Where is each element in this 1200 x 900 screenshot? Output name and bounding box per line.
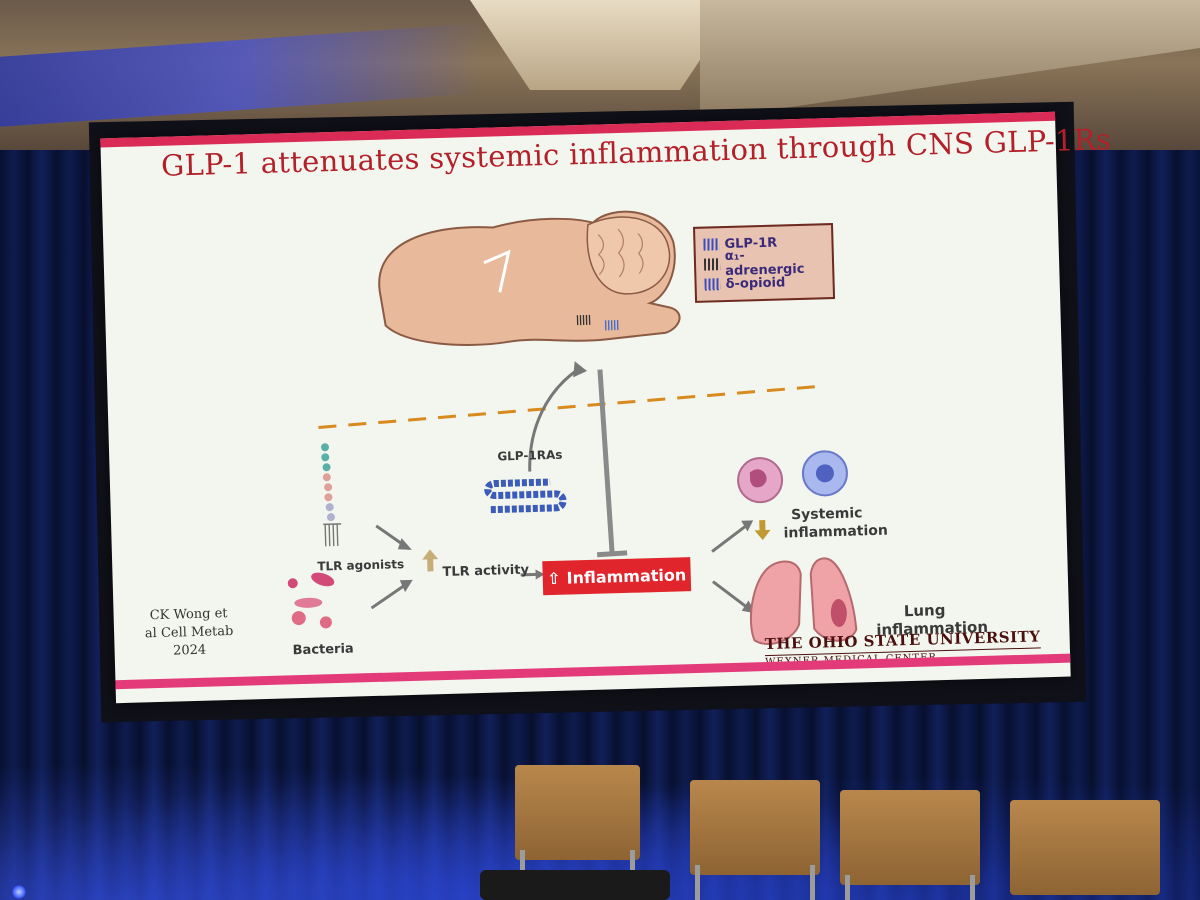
inhibition-line [597,369,615,553]
label-systemic-inflammation: inflammation [783,522,889,542]
label-tlr-activity: TLR activity [442,562,530,581]
receptor-icon [703,258,721,271]
glp1ra-arrow [528,369,578,472]
systemic-down-arrow [754,520,771,541]
tlr-up-arrow [422,549,439,572]
arrow-agonist [375,524,405,547]
label-glp1ras: GLP-1RAs [497,447,563,464]
tlr-agonist-icon [321,443,342,547]
arrow-to-systemic [711,524,748,553]
blood-brain-barrier-line [318,385,818,429]
label-bacteria: Bacteria [292,641,354,659]
legend-item-alpha1: α₁-adrenergic [703,248,825,279]
lungs-icon [749,557,858,645]
bacteria-icon [287,572,335,629]
receptor-legend: GLP-1R α₁-adrenergic δ-opioid [693,223,836,303]
up-arrow-icon: ⇧ [546,568,561,588]
arrow-bacteria [370,583,406,610]
citation: CK Wong et al Cell Metab 2024 [144,606,234,659]
presentation-slide: GLP-1 attenuates systemic inflammation t… [100,111,1112,704]
receptor-glyph [576,314,619,331]
label-lung: Lung [903,601,946,621]
brain-icon [378,210,681,346]
inflammation-box: ⇧ Inflammation [542,557,692,596]
glp1ra-peptide-icon [484,478,567,514]
label-systemic: Systemic [790,505,863,524]
stage-light [12,885,26,899]
receptor-icon [703,238,720,251]
receptor-icon [704,278,721,291]
label-tlr-agonists: TLR agonists [317,557,405,574]
arrow-to-lung [712,580,750,610]
diagram [287,210,858,645]
